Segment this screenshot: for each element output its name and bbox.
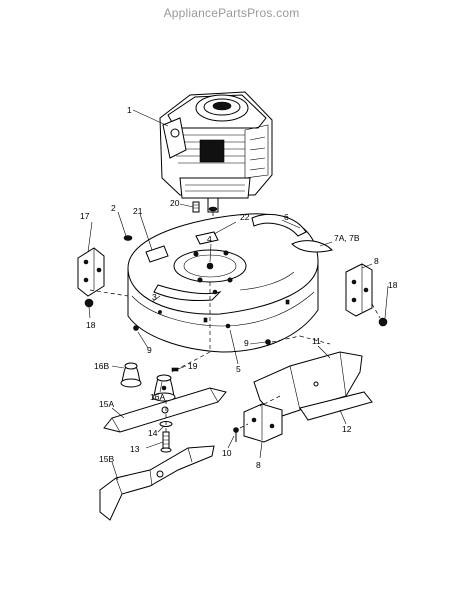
callout-13: 13	[130, 444, 140, 454]
callout-6: 6	[284, 212, 289, 222]
callout-15a: 15A	[99, 399, 114, 409]
hinge-bracket-left[interactable]	[77, 247, 105, 297]
blade-adapter-16a[interactable]	[152, 374, 176, 402]
callout-16a: 16A	[150, 392, 165, 402]
callout-9-left: 9	[147, 345, 152, 355]
callout-18-right: 18	[388, 280, 398, 290]
rear-bracket-8[interactable]	[243, 403, 283, 443]
callout-2: 2	[111, 203, 116, 213]
callout-15b: 15B	[99, 454, 114, 464]
deck-shield[interactable]	[251, 214, 307, 237]
callout-17: 17	[80, 211, 90, 221]
callout-11: 11	[312, 336, 321, 346]
nut-18-left[interactable]	[84, 298, 94, 308]
bolt-10[interactable]	[233, 427, 239, 443]
leader-lines	[87, 109, 389, 481]
engine[interactable]	[159, 91, 273, 262]
callout-12: 12	[342, 424, 352, 434]
washer-2[interactable]	[123, 235, 133, 241]
rear-flap-12[interactable]	[299, 391, 373, 421]
key-19[interactable]	[171, 367, 179, 372]
watermark: AppliancePartsPros.com	[163, 6, 300, 20]
bolt-9-right[interactable]	[265, 339, 271, 345]
callout-21: 21	[133, 206, 143, 216]
callout-19: 19	[188, 361, 198, 371]
callout-14: 14	[148, 428, 158, 438]
hinge-bracket-right[interactable]	[345, 263, 373, 317]
mower-deck[interactable]	[127, 213, 319, 353]
callout-22: 22	[240, 212, 250, 222]
bolt-9-left[interactable]	[133, 325, 139, 331]
deck-cover[interactable]	[291, 240, 333, 253]
callout-9-right: 9	[244, 338, 249, 348]
blade-bolt-13[interactable]	[160, 431, 172, 453]
callout-20: 20	[170, 198, 180, 208]
callout-16b: 16B	[94, 361, 109, 371]
bolt-20[interactable]	[192, 201, 200, 213]
callout-8-upper: 8	[374, 256, 379, 266]
callout-5: 5	[236, 364, 241, 374]
callout-8-lower: 8	[256, 460, 261, 470]
blade-adapter-16b[interactable]	[120, 362, 142, 388]
callout-3: 3	[152, 292, 157, 302]
blade-15b[interactable]	[99, 445, 215, 521]
callout-7a-7b: 7A, 7B	[334, 233, 360, 243]
callout-18-left: 18	[86, 320, 96, 330]
nut-18-right[interactable]	[378, 317, 388, 327]
callout-10: 10	[222, 448, 232, 458]
callout-4: 4	[207, 234, 212, 244]
callout-1: 1	[127, 105, 132, 115]
blade-15a[interactable]	[103, 387, 227, 433]
